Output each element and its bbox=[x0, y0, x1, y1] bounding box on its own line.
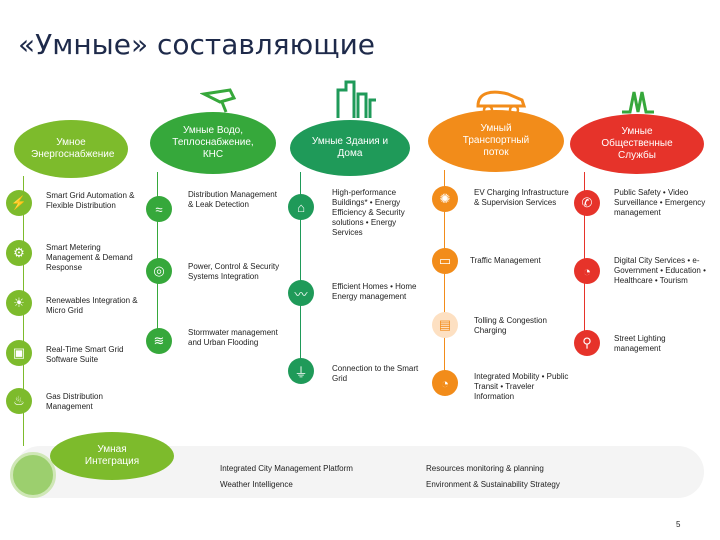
page-title: «Умные» составляющие bbox=[18, 28, 375, 61]
energy-item-4: Real-Time Smart Grid Software Suite bbox=[46, 345, 124, 364]
camera-icon bbox=[200, 88, 237, 113]
stormwater-icon: ≋ bbox=[146, 328, 172, 354]
water-item-3: Stormwater management and Urban Flooding bbox=[188, 328, 278, 347]
water-connector bbox=[157, 172, 158, 342]
meter-icon: ⚙ bbox=[6, 240, 32, 266]
renewables-icon: ☀ bbox=[6, 290, 32, 316]
street-light-icon: ⚲ bbox=[574, 330, 600, 356]
transport-item-4: Integrated Mobility • Public Transit • T… bbox=[474, 372, 569, 401]
integration-photo bbox=[10, 452, 56, 498]
safety-icon: ✆ bbox=[574, 190, 600, 216]
transport-item-1: EV Charging Infrastructure & Supervision… bbox=[474, 188, 569, 207]
energy-item-2: Smart Metering Management & Demand Respo… bbox=[46, 243, 133, 272]
transport-connector bbox=[444, 170, 445, 380]
transport-item-2: Traffic Management bbox=[470, 256, 541, 265]
services-item-1: Public Safety • Video Surveillance • Eme… bbox=[614, 188, 706, 217]
integration-item-1: Integrated City Management Platform bbox=[220, 464, 353, 473]
buildings-connector bbox=[300, 172, 301, 370]
tolling-icon: ▤ bbox=[432, 312, 458, 338]
energy-item-1: Smart Grid Automation & Flexible Distrib… bbox=[46, 191, 135, 210]
transport-item-3: Tolling & Congestion Charging bbox=[474, 316, 547, 335]
traffic-icon: ▭ bbox=[432, 248, 458, 274]
power-icon: ◎ bbox=[146, 258, 172, 284]
water-item-2: Power, Control & Security Systems Integr… bbox=[188, 262, 280, 281]
integration-item-2: Resources monitoring & planning bbox=[426, 464, 544, 473]
energy-item-5: Gas Distribution Management bbox=[46, 392, 103, 411]
buildings-item-2: Efficient Homes • Home Energy management bbox=[332, 282, 417, 301]
buildings-icon bbox=[336, 80, 376, 118]
integration-header: Умная Интеграция bbox=[50, 432, 174, 480]
buildings-item-1: High-performance Buildings* • Energy Eff… bbox=[332, 188, 405, 237]
mobility-icon: ◔ bbox=[432, 370, 458, 396]
header-buildings: Умные Здания и Дома bbox=[290, 120, 410, 176]
smart-grid-connection-icon: ⏚ bbox=[288, 358, 314, 384]
grid-automation-icon: ⚡ bbox=[6, 190, 32, 216]
home-energy-icon: 〰 bbox=[288, 280, 314, 306]
digital-city-icon: ◔ bbox=[574, 258, 600, 284]
gas-icon: ♨ bbox=[6, 388, 32, 414]
buildings-item-3: Connection to the Smart Grid bbox=[332, 364, 419, 383]
software-icon: ▣ bbox=[6, 340, 32, 366]
water-item-1: Distribution Management & Leak Detection bbox=[188, 190, 277, 209]
header-services: Умные Общественные Службы bbox=[570, 114, 704, 174]
building-icon: ⌂ bbox=[288, 194, 314, 220]
page-number: 5 bbox=[676, 520, 681, 529]
services-item-2: Digital City Services • e-Government • E… bbox=[614, 256, 706, 285]
integration-item-4: Environment & Sustainability Strategy bbox=[426, 480, 560, 489]
header-energy: Умное Энергоснабжение bbox=[14, 120, 128, 178]
integration-item-3: Weather Intelligence bbox=[220, 480, 293, 489]
energy-item-3: Renewables Integration & Micro Grid bbox=[46, 296, 138, 315]
ev-charging-icon: ✺ bbox=[432, 186, 458, 212]
leak-icon: ≈ bbox=[146, 196, 172, 222]
header-transport: Умный Транспортный поток bbox=[428, 110, 564, 172]
heartbeat-icon bbox=[622, 91, 654, 114]
services-item-3: Street Lighting management bbox=[614, 334, 666, 353]
header-water: Умные Водо, Теплоснабжение, КНС bbox=[150, 112, 276, 174]
